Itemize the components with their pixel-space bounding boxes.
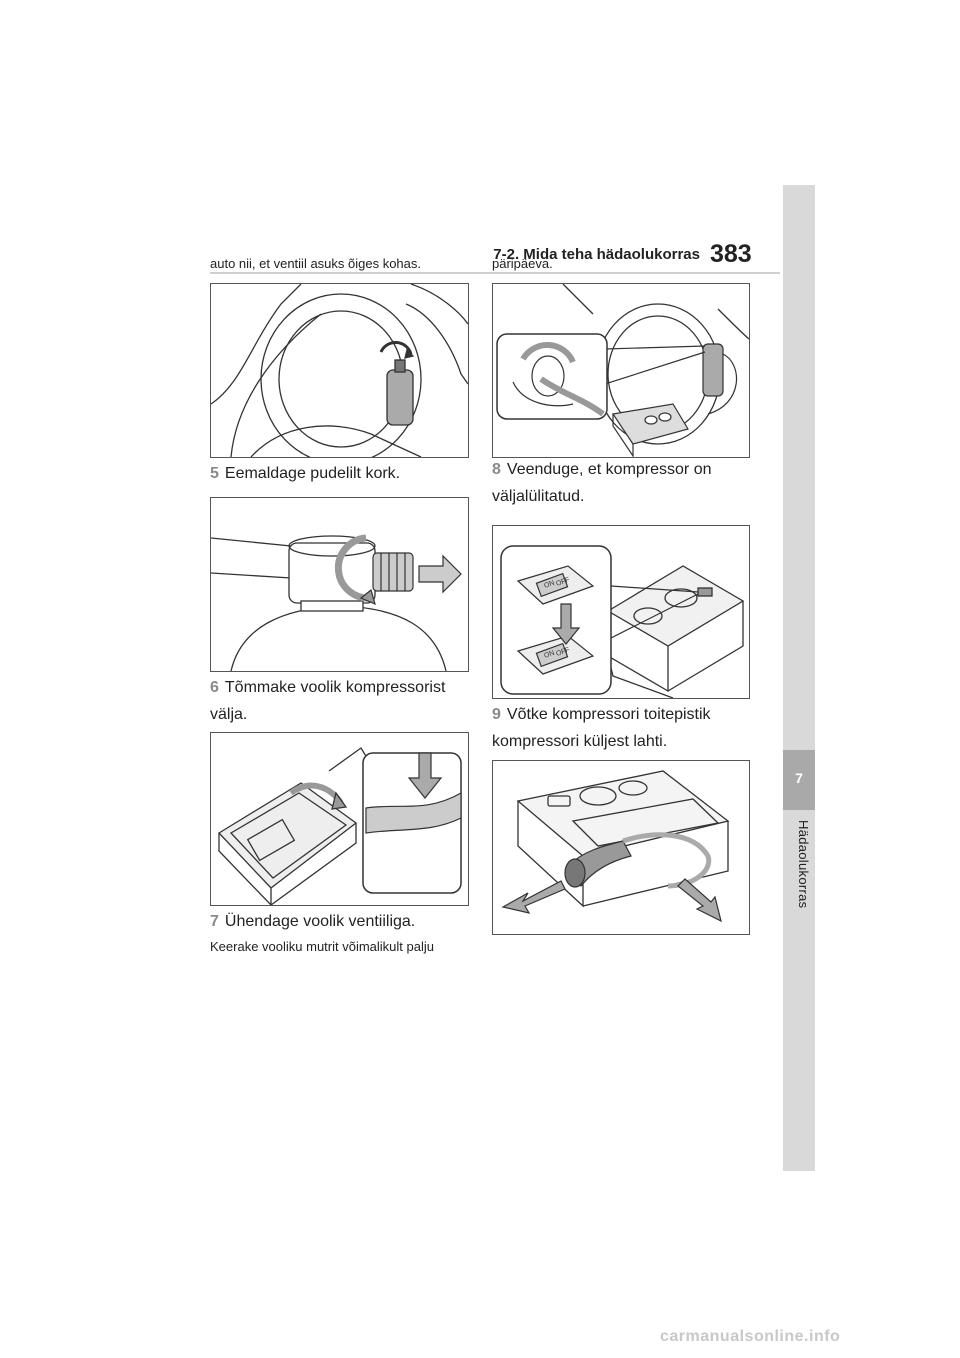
switch-on-label-bottom: ON [543, 650, 555, 660]
chapter-number: 7 [795, 770, 803, 786]
step-5-number: 5 [210, 465, 219, 482]
step-5-text: Eemaldage pudelilt kork. [224, 465, 401, 482]
footer-watermark: carmanualsonline.info [660, 1328, 841, 1345]
chapter-number-box [783, 750, 815, 810]
step-5: 5 Eemaldage pudelilt kork. [210, 460, 467, 487]
tire-bottle-illustration [211, 284, 468, 457]
figure-bottle-cap [210, 497, 469, 672]
left-intro-text: auto nii, et ventiil asuks õiges kohas. [210, 256, 422, 271]
step-6-text: Tõmmake voolik kompressorist välja. [210, 679, 446, 723]
left-note-text: Keerake vooliku mutrit võimalikult palju [210, 939, 434, 954]
figure-unplug-power [492, 760, 750, 935]
right-intro-text: päripäeva. [492, 256, 553, 271]
hose-pullout-illustration [217, 747, 462, 905]
valve-connection-illustration [496, 284, 749, 457]
step-8-number: 8 [492, 461, 501, 478]
switch-off-label-top: OFF [555, 577, 571, 588]
switch-on-label-top: ON [543, 580, 555, 590]
step-9-number: 9 [492, 706, 501, 723]
figure-compressor-switch: ON OFF ON OFF [492, 525, 750, 699]
header-divider [210, 272, 780, 274]
chapter-label: Hädaolukorras [796, 820, 811, 909]
step-7: 7 Ühendage voolik ventiiliga. [210, 908, 467, 935]
bottle-cap-illustration [211, 534, 462, 671]
chapter-side-tab [783, 185, 815, 1171]
step-9-text: Võtke kompressori toitepistik kompressor… [492, 706, 711, 750]
unplug-power-illustration [501, 770, 730, 923]
step-7-number: 7 [210, 913, 219, 930]
figure-valve-connection [492, 283, 750, 458]
compressor-switch-illustration: ON OFF ON OFF [500, 545, 745, 698]
step-8-text: Veenduge, et kompressor on väljalülitatu… [492, 461, 712, 505]
step-7-text: Ühendage voolik ventiiliga. [224, 913, 416, 930]
step-6-number: 6 [210, 679, 219, 696]
switch-inset-frame [500, 545, 612, 695]
figure-tire-bottle [210, 283, 469, 458]
section-title: 7-2. Mida teha hädaolukorras [493, 246, 700, 263]
figure-hose-pullout [210, 732, 469, 906]
switch-off-label-bottom: OFF [555, 647, 571, 658]
page-number: 383 [710, 240, 752, 268]
